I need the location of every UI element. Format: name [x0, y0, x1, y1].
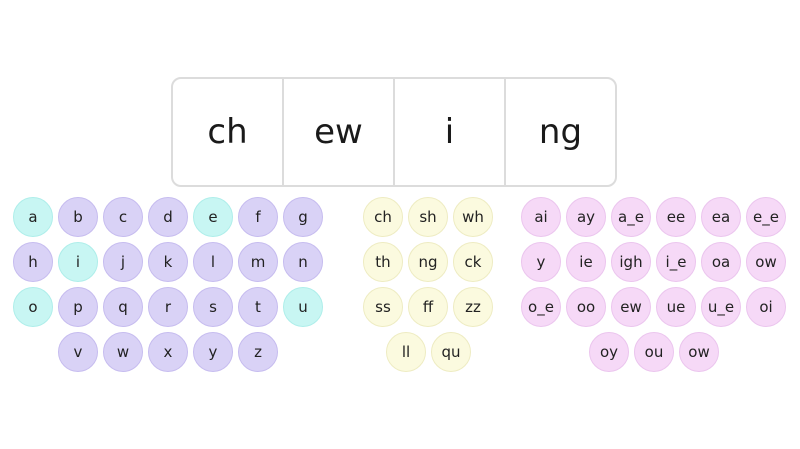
letter-tile-v[interactable]: v	[58, 332, 98, 372]
letter-tile-g[interactable]: g	[283, 197, 323, 237]
letter-tile-t[interactable]: t	[238, 287, 278, 327]
vowel-team-tile-i-e[interactable]: i_e	[656, 242, 696, 282]
digraph-tile-wh[interactable]: wh	[453, 197, 493, 237]
letter-tile-m[interactable]: m	[238, 242, 278, 282]
digraph-tile-ch[interactable]: ch	[363, 197, 403, 237]
letter-tile-z[interactable]: z	[238, 332, 278, 372]
letter-tile-a[interactable]: a	[13, 197, 53, 237]
letter-tile-s[interactable]: s	[193, 287, 233, 327]
letter-tile-f[interactable]: f	[238, 197, 278, 237]
letter-tile-h[interactable]: h	[13, 242, 53, 282]
digraph-tile-ss[interactable]: ss	[363, 287, 403, 327]
letter-tile-l[interactable]: l	[193, 242, 233, 282]
grapheme-slot-1[interactable]: ch	[173, 79, 284, 185]
letter-tile-b[interactable]: b	[58, 197, 98, 237]
vowel-team-tile-oa[interactable]: oa	[701, 242, 741, 282]
grapheme-slot-4[interactable]: ng	[538, 112, 583, 152]
vowel-team-tile-u-e[interactable]: u_e	[701, 287, 741, 327]
vowel-team-tile-ew[interactable]: ew	[611, 287, 651, 327]
letter-tile-i[interactable]: i	[58, 242, 98, 282]
vowel-team-tile-a-e[interactable]: a_e	[611, 197, 651, 237]
vowel-team-tile-ay[interactable]: ay	[566, 197, 606, 237]
letter-tile-x[interactable]: x	[148, 332, 188, 372]
grapheme-slot-2[interactable]: ew	[284, 79, 395, 185]
letter-tile-k[interactable]: k	[148, 242, 188, 282]
vowel-team-tile-ai[interactable]: ai	[521, 197, 561, 237]
vowel-team-tile-ue[interactable]: ue	[656, 287, 696, 327]
grapheme-slot-3[interactable]: i	[395, 79, 506, 185]
digraph-tile-ck[interactable]: ck	[453, 242, 493, 282]
digraph-tile-zz[interactable]: zz	[453, 287, 493, 327]
digraph-tile-sh[interactable]: sh	[408, 197, 448, 237]
vowel-team-tile-e-e[interactable]: e_e	[746, 197, 786, 237]
vowel-team-tile-ee[interactable]: ee	[656, 197, 696, 237]
digraph-tile-qu[interactable]: qu	[431, 332, 471, 372]
vowel-team-tile-oi[interactable]: oi	[746, 287, 786, 327]
letter-tile-o[interactable]: o	[13, 287, 53, 327]
vowel-team-tile-ea[interactable]: ea	[701, 197, 741, 237]
letter-tile-r[interactable]: r	[148, 287, 188, 327]
digraph-tile-th[interactable]: th	[363, 242, 403, 282]
vowel-team-tile-ow[interactable]: ow	[746, 242, 786, 282]
vowel-team-tile-ie[interactable]: ie	[566, 242, 606, 282]
digraph-tile-ll[interactable]: ll	[386, 332, 426, 372]
letter-tile-d[interactable]: d	[148, 197, 188, 237]
letter-tile-q[interactable]: q	[103, 287, 143, 327]
vowel-team-tile-oy[interactable]: oy	[589, 332, 629, 372]
letter-tile-u[interactable]: u	[283, 287, 323, 327]
letter-tile-y[interactable]: y	[193, 332, 233, 372]
vowel-team-tile-ow[interactable]: ow	[679, 332, 719, 372]
letter-tile-p[interactable]: p	[58, 287, 98, 327]
word-builder: ch ew i ng	[171, 77, 617, 187]
digraph-tile-ng[interactable]: ng	[408, 242, 448, 282]
letter-tile-e[interactable]: e	[193, 197, 233, 237]
letter-tile-n[interactable]: n	[283, 242, 323, 282]
letter-tile-c[interactable]: c	[103, 197, 143, 237]
vowel-team-tile-igh[interactable]: igh	[611, 242, 651, 282]
vowel-team-tile-oo[interactable]: oo	[566, 287, 606, 327]
digraph-tile-ff[interactable]: ff	[408, 287, 448, 327]
letter-tile-w[interactable]: w	[103, 332, 143, 372]
vowel-team-tile-ou[interactable]: ou	[634, 332, 674, 372]
letter-tile-j[interactable]: j	[103, 242, 143, 282]
vowel-team-tile-y[interactable]: y	[521, 242, 561, 282]
vowel-team-tile-o-e[interactable]: o_e	[521, 287, 561, 327]
